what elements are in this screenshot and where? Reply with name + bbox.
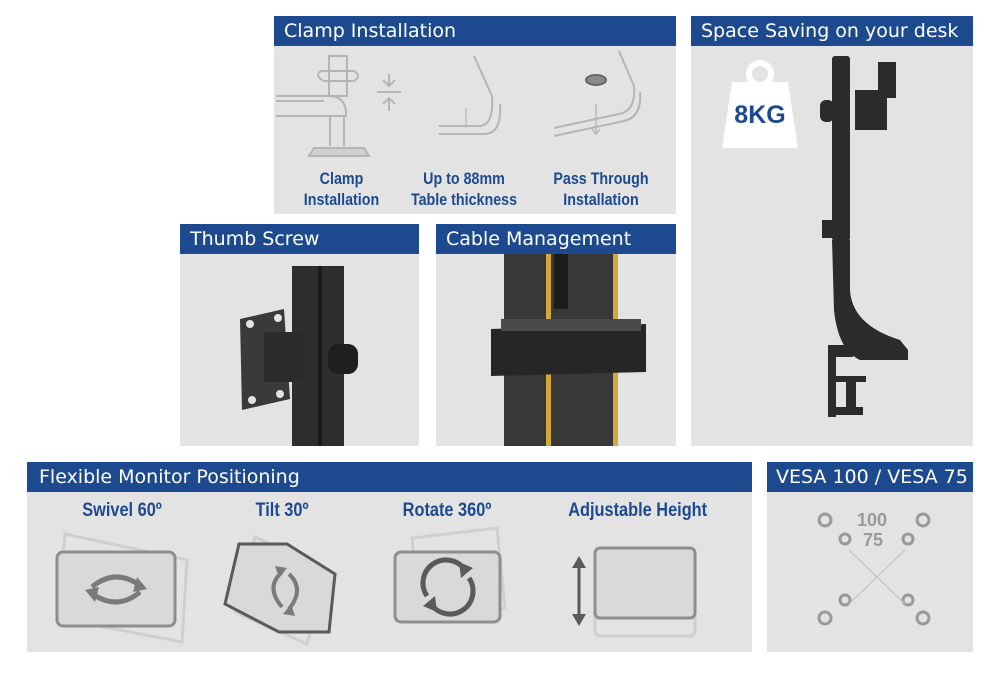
tilt-icon [223, 534, 337, 647]
swivel-icon [55, 532, 189, 644]
rotate-label: Rotate 360º [402, 500, 492, 521]
thumb-screw-header: Thumb Screw [180, 224, 419, 254]
vesa-pattern-icon [817, 512, 931, 626]
rotate-icon [393, 526, 507, 624]
vesa-75-label: 75 [863, 530, 884, 550]
height-icon [572, 546, 697, 638]
tilt-label: Tilt 30º [255, 500, 309, 521]
clamp-installation-header: Clamp Installation [274, 16, 676, 46]
height-label: Adjustable Height [568, 500, 708, 521]
monitor-arm-product-image [820, 56, 908, 417]
flexible-positioning-header: Flexible Monitor Positioning [27, 462, 752, 492]
thumb-screw-illustration [240, 266, 358, 446]
flexible-positioning-panel: Flexible Monitor Positioning Swivel 60º … [27, 462, 752, 652]
cable-management-panel: Cable Management [436, 224, 676, 446]
vesa-panel: VESA 100 / VESA 75 100 75 [767, 462, 973, 652]
cable-management-header: Cable Management [436, 224, 676, 254]
clamp-installation-illustration [276, 50, 642, 157]
vesa-header: VESA 100 / VESA 75 [767, 462, 973, 492]
weight-icon [722, 60, 798, 148]
swivel-label: Swivel 60º [82, 500, 162, 521]
vesa-100-label: 100 [857, 510, 888, 530]
space-saving-header: Space Saving on your desk [691, 16, 973, 46]
weight-value: 8KG [734, 101, 786, 129]
cable-management-illustration [491, 254, 646, 446]
thumb-screw-panel: Thumb Screw [180, 224, 419, 446]
